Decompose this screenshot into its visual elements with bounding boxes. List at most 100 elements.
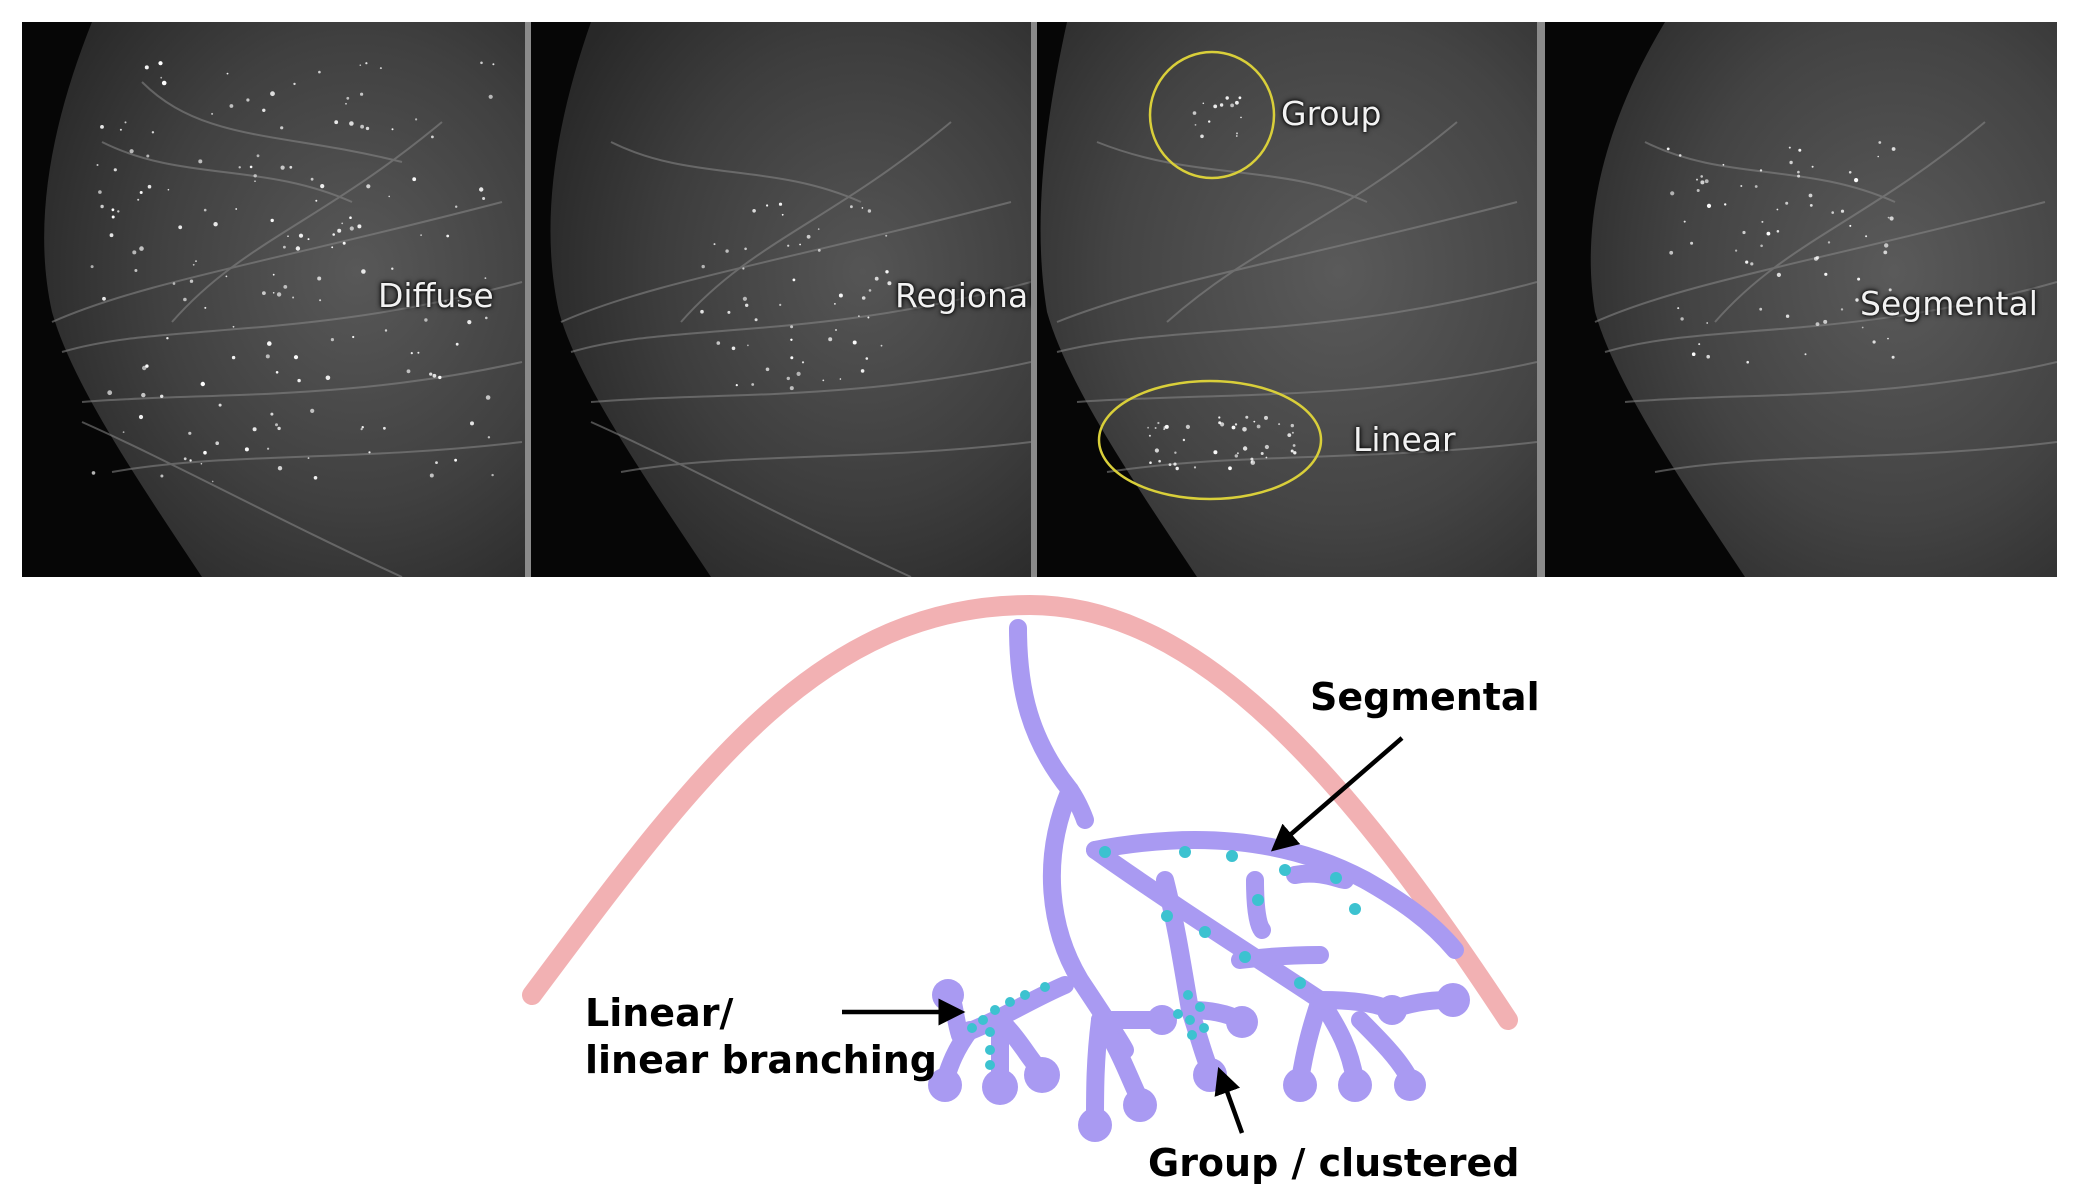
- calcification-speck: [1228, 466, 1232, 471]
- calcification-speck: [429, 372, 433, 376]
- calcification-speck: [293, 82, 296, 86]
- arrow-group-clustered: [1214, 1066, 1245, 1134]
- calcification-speck: [1831, 211, 1834, 214]
- calcification-speck: [860, 369, 865, 373]
- calcification-speck: [270, 412, 274, 416]
- calcification-speck: [454, 458, 457, 462]
- calcification-speck: [1670, 191, 1675, 196]
- calcification-speck: [211, 112, 214, 115]
- calcification-speck: [412, 177, 417, 182]
- calcification-speck: [1890, 311, 1895, 316]
- calcification-speck: [778, 202, 783, 206]
- calcification-speck: [124, 121, 127, 124]
- calcification-speck: [1696, 178, 1698, 181]
- calcification-cluster-group: [1192, 96, 1242, 139]
- calcification-speck: [1776, 208, 1779, 211]
- calcification-speck: [1742, 230, 1746, 235]
- calcification-speck: [1278, 423, 1281, 426]
- calcification-speck: [111, 208, 115, 212]
- calcification-speck: [139, 246, 144, 251]
- calcification-speck: [1776, 230, 1780, 233]
- calcification-speck: [1147, 426, 1149, 429]
- calcification-speck: [307, 238, 310, 241]
- calcification-speck: [885, 270, 889, 274]
- calcification-speck: [828, 337, 833, 342]
- calcification-speck: [1789, 160, 1793, 165]
- calcification-speck: [406, 369, 411, 374]
- calcification-speck: [420, 234, 422, 237]
- calcification-speck: [700, 309, 704, 314]
- calcification-speck: [880, 344, 883, 347]
- calcification-speck: [90, 265, 94, 269]
- calcification-speck: [1855, 298, 1859, 302]
- calcification-speck: [1293, 451, 1297, 455]
- calcification-speck: [352, 335, 355, 339]
- calcification-speck: [1745, 260, 1749, 264]
- calcification-speck: [1824, 272, 1828, 276]
- calcification-speck: [1808, 193, 1813, 198]
- calcification-speck: [119, 128, 122, 131]
- calcification-speck: [297, 378, 301, 383]
- calcification-speck: [283, 285, 288, 289]
- calcification-speck: [801, 361, 805, 364]
- calcification-speck: [289, 165, 293, 169]
- calcification-speck: [183, 457, 187, 461]
- calcification-speck: [1225, 96, 1229, 100]
- calcification-speck: [484, 277, 487, 279]
- calcification-speck: [160, 394, 164, 398]
- calcification-speck: [272, 292, 275, 294]
- calcification-dots: [967, 846, 1361, 1070]
- calcification-speck: [744, 247, 747, 251]
- calcification-speck: [1724, 203, 1727, 206]
- calcification-speck: [1746, 360, 1749, 364]
- calcification-speck: [1264, 415, 1268, 420]
- calcification-speck: [122, 431, 125, 433]
- calcification-speck: [790, 338, 793, 341]
- calcification-speck: [1253, 420, 1256, 423]
- calcification-speck: [320, 184, 325, 189]
- calcification-speck: [742, 296, 747, 301]
- calcification-speck: [1677, 307, 1680, 310]
- panel-divider: [1537, 22, 1545, 577]
- calcification-speck: [1698, 343, 1701, 346]
- calcification-speck: [806, 234, 811, 239]
- calcification-speck: [275, 423, 278, 427]
- calcification-speck: [1149, 461, 1152, 465]
- calcification-speck: [276, 292, 282, 297]
- calcification-speck: [1759, 307, 1763, 311]
- calcification-speck: [1754, 185, 1758, 188]
- calcification-speck: [1287, 433, 1292, 437]
- calcification-speck: [262, 291, 266, 295]
- calcification-speck: [429, 473, 434, 478]
- calcification-speck: [786, 376, 790, 381]
- calcification-speck: [349, 216, 352, 219]
- calcification-speck: [151, 131, 155, 134]
- calcification-speck: [365, 62, 368, 65]
- calcification-speck: [1865, 235, 1868, 238]
- calcification-speck: [1891, 147, 1896, 151]
- calcification-speck: [779, 303, 782, 306]
- diagram-label-segmental: Segmental: [1310, 675, 1540, 719]
- calcification-speck: [839, 378, 842, 380]
- calcification-speck: [787, 244, 790, 247]
- calcification-speck: [310, 177, 314, 181]
- calcification-speck: [1809, 204, 1813, 207]
- calcification-speck: [1889, 216, 1894, 221]
- calcification-speck: [701, 264, 705, 269]
- calcification-distribution-diagram: [522, 594, 1518, 1142]
- calcification-speck: [1669, 250, 1674, 255]
- calcification-speck: [1706, 354, 1710, 359]
- calcification-speck: [277, 426, 281, 431]
- calcification-speck: [1175, 466, 1179, 471]
- calcification-speck: [213, 222, 218, 227]
- calcification-speck: [183, 297, 187, 302]
- calcification-speck: [455, 205, 458, 208]
- calcification-speck: [1759, 169, 1763, 172]
- calcification-speck: [349, 226, 354, 231]
- calcification-speck: [317, 276, 322, 281]
- calcification-speck: [298, 233, 304, 238]
- calcification-speck: [415, 118, 418, 121]
- calcification-speck: [1163, 428, 1166, 431]
- calcification-speck: [492, 63, 495, 66]
- panel-label-group: Group: [1281, 94, 1382, 133]
